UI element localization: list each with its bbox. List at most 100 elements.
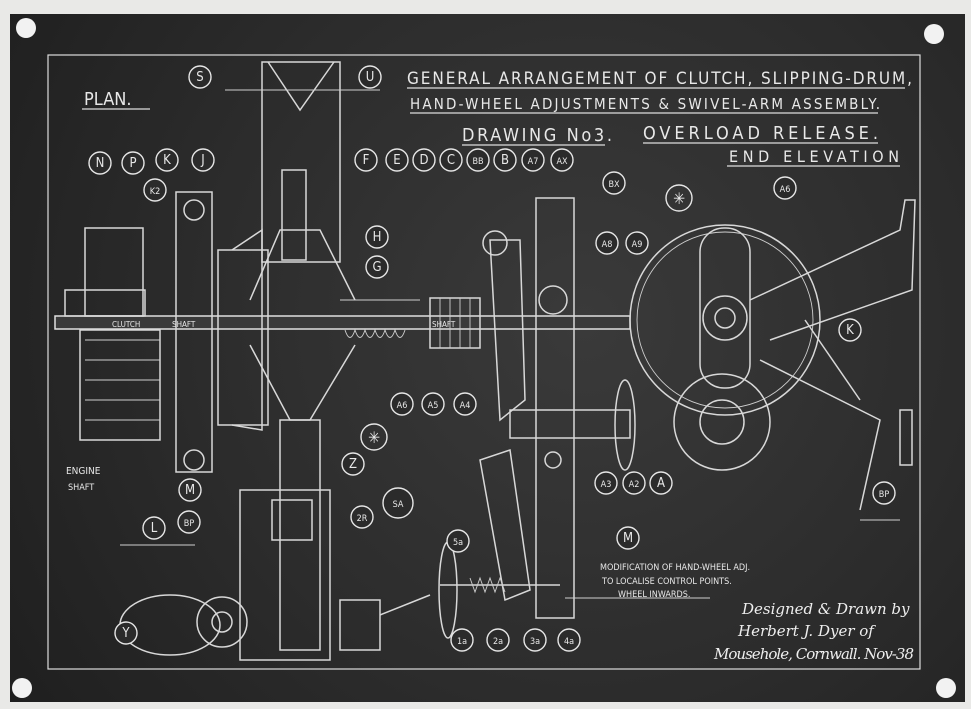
label-circle	[177, 510, 201, 534]
part-label-2a: 2a	[486, 628, 510, 652]
part-label-a8: A8	[595, 231, 619, 255]
part-label-y: Y	[114, 621, 138, 645]
label-circle	[838, 318, 862, 342]
part-label-j: J	[191, 148, 215, 172]
star-symbol-icon	[665, 184, 693, 212]
label-text: Y	[121, 626, 130, 641]
part-label-bb: BB	[466, 148, 490, 172]
label-text: K	[163, 153, 171, 168]
label-text: A3	[601, 480, 612, 490]
plan-label: PLAN.	[84, 89, 132, 110]
label-circle	[466, 148, 490, 172]
pin-hole	[12, 678, 32, 698]
label-circle	[341, 452, 365, 476]
label-text: D	[419, 153, 428, 168]
label-text: A6	[780, 185, 791, 195]
label-circle	[114, 621, 138, 645]
star-symbol-icon	[360, 423, 388, 451]
label-text: AX	[556, 157, 568, 167]
part-label-b: B	[493, 148, 517, 172]
label-text: A7	[528, 157, 539, 167]
part-label-c: C	[439, 148, 463, 172]
label-text: A2	[629, 480, 640, 490]
engine-shaft-label: SHAFT	[68, 483, 94, 493]
part-label-2r: 2R	[350, 505, 374, 529]
label-circle	[350, 505, 374, 529]
star-glyph-icon: ✳	[673, 189, 685, 208]
label-circle	[602, 171, 626, 195]
part-label-d: D	[412, 148, 436, 172]
label-circle	[365, 225, 389, 249]
part-label-p: P	[121, 151, 145, 175]
star-glyph-icon: ✳	[368, 428, 380, 447]
engine-label: ENGINE	[66, 466, 101, 477]
label-text: K2	[150, 187, 160, 197]
swivel-arm-assembly	[119, 197, 636, 656]
label-text: B	[501, 153, 509, 168]
drawing-border	[47, 54, 921, 670]
part-label-a5: A5	[421, 392, 445, 416]
label-text: F	[363, 153, 370, 168]
label-circle	[622, 471, 646, 495]
label-text: 1a	[457, 637, 467, 647]
shaft-label: SHAFT	[172, 320, 196, 329]
slipping-drum	[239, 61, 481, 661]
part-label-5a: 5a	[446, 529, 470, 553]
title-line-1: GENERAL ARRANGEMENT OF CLUTCH, SLIPPING-…	[407, 69, 912, 89]
part-label-a6: A6	[390, 392, 414, 416]
part-label-k2: K2	[143, 178, 167, 202]
part-label-a4: A4	[453, 392, 477, 416]
shaft-label-clutch: CLUTCH	[112, 320, 140, 329]
pin-hole	[16, 18, 36, 38]
part-label-a: A	[649, 471, 673, 495]
label-circle	[155, 148, 179, 172]
part-label-3a: 3a	[523, 628, 547, 652]
label-text: N	[96, 156, 105, 171]
drawing-number: DRAWING No3.	[462, 125, 612, 146]
part-label-l: L	[142, 516, 166, 540]
note-line-1: MODIFICATION OF HAND-WHEEL ADJ.	[600, 563, 750, 573]
part-label-a2: A2	[622, 471, 646, 495]
label-text: A	[657, 476, 665, 491]
label-text: E	[393, 153, 400, 168]
blueprint-board	[10, 14, 965, 702]
label-text: A6	[397, 401, 408, 411]
label-text: U	[366, 70, 375, 85]
label-text: 4a	[564, 637, 574, 647]
label-text: M	[185, 483, 195, 498]
label-text: SA	[393, 500, 404, 510]
label-text: 2R	[357, 514, 368, 524]
signature-line-3: Mousehole, Cornwall. Nov-38	[713, 645, 914, 663]
label-text: BP	[879, 490, 890, 500]
label-circle	[412, 148, 436, 172]
label-circle	[557, 628, 581, 652]
label-text: 5a	[453, 538, 463, 548]
label-circle	[142, 516, 166, 540]
part-label-s: S	[188, 65, 212, 89]
label-circle	[390, 392, 414, 416]
pin-hole	[936, 678, 956, 698]
part-label-z: Z	[341, 452, 365, 476]
label-circle	[486, 628, 510, 652]
part-label-1a: 1a	[450, 628, 474, 652]
label-circle	[88, 151, 112, 175]
label-circle	[191, 148, 215, 172]
label-circle	[595, 231, 619, 255]
label-circle	[382, 487, 414, 519]
clutch-assembly	[64, 191, 269, 473]
label-circle	[365, 255, 389, 279]
label-circle	[385, 148, 409, 172]
label-circle	[523, 628, 547, 652]
label-circle	[178, 478, 202, 502]
label-text: G	[372, 260, 381, 275]
label-circle	[453, 392, 477, 416]
part-label-a6: A6	[773, 176, 797, 200]
label-text: M	[623, 531, 633, 546]
label-text: J	[200, 153, 204, 168]
pin-hole	[924, 24, 944, 44]
label-circle	[143, 178, 167, 202]
label-circle	[354, 148, 378, 172]
title-line-2: HAND-WHEEL ADJUSTMENTS & SWIVEL-ARM ASSE…	[410, 95, 880, 113]
